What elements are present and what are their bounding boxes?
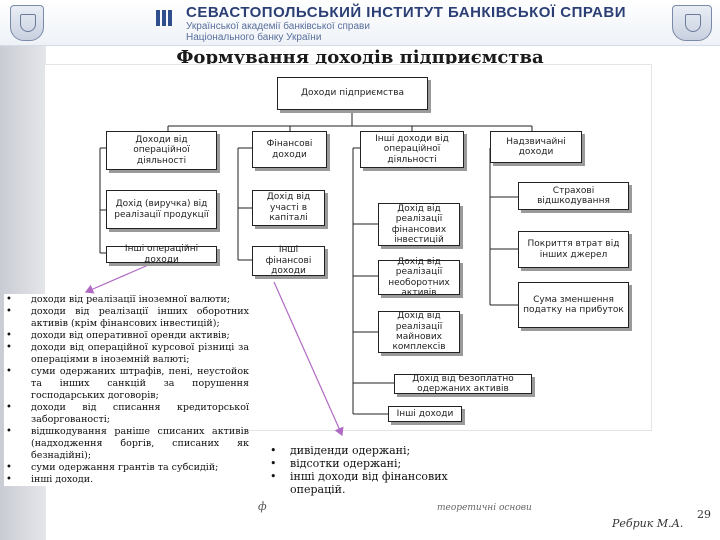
free-assets-box: Дохід від безоплатно одержаних активів [394,374,532,394]
institute-subtitle-1: Української академії банківської справи [186,21,370,32]
footer-caption: теоретичні основи [437,503,532,513]
other-operating-income-box: Інші операційні доходи [106,244,217,265]
other-operating-box: Інші доходи від операційної діяльності [360,131,464,168]
other-financial-income-box: Інші фінансові доходи [252,245,325,276]
extraordinary-income-box: Надзвичайні доходи [490,131,582,163]
loss-coverage-box: Покриття втрат від інших джерел [518,231,629,268]
list-item: відсотки одержані; [268,457,448,470]
list-item: суми одержаних штрафів, пені, неустойок … [4,366,249,402]
list-item: відшкодування раніше списаних активів (н… [4,426,249,462]
financial-income-box: Фінансові доходи [252,131,327,168]
noncurrent-assets-box: Дохід від реалізації необоротних активів [378,257,460,298]
slide-title: Формування доходів підприємства [176,47,544,68]
institute-subtitle-2: Національного банку України [186,32,322,43]
emblem-right-icon [672,5,712,41]
institute-name: СЕВАСТОПОЛЬСЬКИЙ ІНСТИТУТ БАНКІВСЬКОЇ СП… [186,4,626,21]
emblem-left-icon [10,5,44,41]
root-box: Доходи підприємства [277,77,428,110]
property-complex-box: Дохід від реалізації майнових комплексів [378,311,460,353]
list-item: інші доходи від фінансових операцій. [268,470,448,496]
operating-income-box: Доходи від операційної діяльності [106,131,217,170]
author-name: Ребрик М.А. [612,517,684,530]
list-item: дивіденди одержані; [268,444,448,457]
financial-investments-box: Дохід від реалізації фінансових інвестиц… [378,203,460,246]
other-operating-list: доходи від реалізації іноземної валюти; … [4,294,249,486]
list-item: суми одержання грантів та субсидій; [4,462,249,474]
footer-fragment: ф [258,500,267,513]
other-income-box: Інші доходи [388,406,462,422]
insurance-box: Страхові відшкодування [518,182,629,210]
list-item: доходи від оперативної оренди активів; [4,330,249,342]
equity-income-box: Дохід від участі в капіталі [252,190,325,226]
list-item: доходи від операційної курсової різниці … [4,342,249,366]
list-item: доходи від списання кредиторської заборг… [4,402,249,426]
header-bar: СЕВАСТОПОЛЬСЬКИЙ ІНСТИТУТ БАНКІВСЬКОЇ СП… [0,0,720,46]
institute-logo-icon [156,10,178,26]
sales-revenue-box: Дохід (виручка) від реалізації продукції [106,190,217,229]
other-financial-list: дивіденди одержані; відсотки одержані; і… [268,444,448,496]
list-item: доходи від реалізації інших оборотних ак… [4,306,249,330]
list-item: доходи від реалізації іноземної валюти; [4,294,249,306]
tax-reduction-box: Сума зменшення податку на прибуток [518,282,629,328]
list-item: інші доходи. [4,474,249,486]
page-number: 29 [697,508,711,521]
